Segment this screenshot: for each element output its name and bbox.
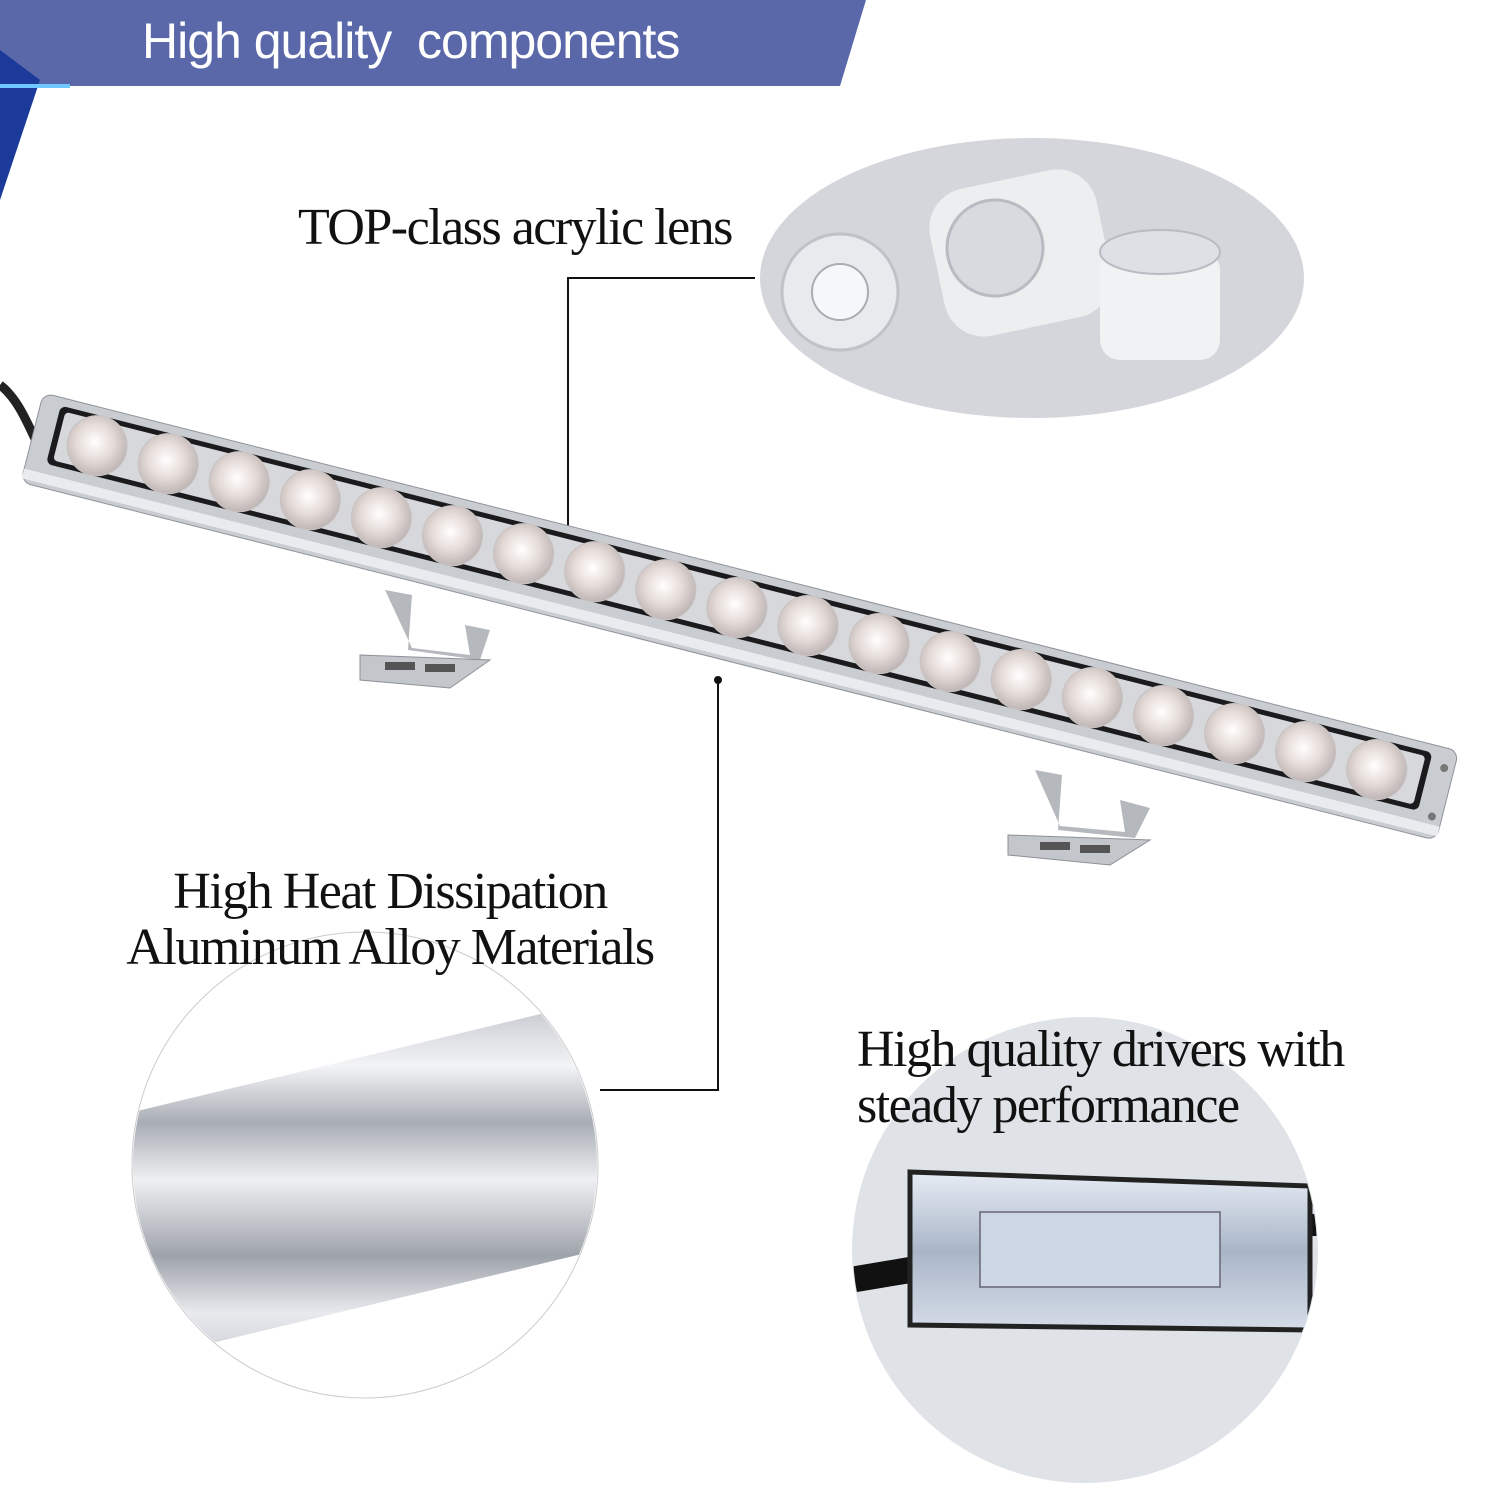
led-lens (1061, 667, 1123, 729)
led-lens (1132, 685, 1194, 747)
led-lens (848, 613, 910, 675)
led-light-bar (21, 394, 1458, 839)
led-lens (919, 631, 981, 693)
heat-callout-label: High Heat Dissipation Aluminum Alloy Mat… (100, 864, 680, 976)
led-lens (279, 469, 341, 531)
led-lens (1346, 739, 1408, 801)
led-lens (777, 595, 839, 657)
heat-callout-line (600, 680, 719, 1091)
heat-callout-line2: Aluminum Alloy Materials (126, 919, 655, 976)
led-lens (493, 523, 555, 585)
led-lens (1204, 703, 1266, 765)
lens-callout-label: TOP-class acrylic lens (298, 199, 733, 256)
led-lens (990, 649, 1052, 711)
led-lens (66, 415, 128, 477)
led-lens (422, 505, 484, 567)
led-lens (706, 577, 768, 639)
banner-title: High quality components (142, 13, 680, 69)
led-lens (1275, 721, 1337, 783)
driver-callout-label: High quality drivers with steady perform… (857, 1021, 1345, 1134)
driver-image (852, 1017, 1318, 1483)
lens-callout-line (567, 277, 755, 572)
driver-callout-line2: steady performance (857, 1077, 1240, 1134)
lens-image (760, 138, 1304, 418)
heat-callout-line1: High Heat Dissipation (173, 863, 608, 920)
led-lens (208, 451, 270, 513)
aluminum-closeup-image (131, 931, 599, 1399)
led-lens (350, 487, 412, 549)
led-lens (635, 559, 697, 621)
mount-bracket (359, 590, 1152, 866)
driver-callout-line1: High quality drivers with (857, 1021, 1345, 1078)
led-lens (564, 541, 626, 603)
banner-background (0, 0, 866, 86)
led-lens (137, 433, 199, 495)
